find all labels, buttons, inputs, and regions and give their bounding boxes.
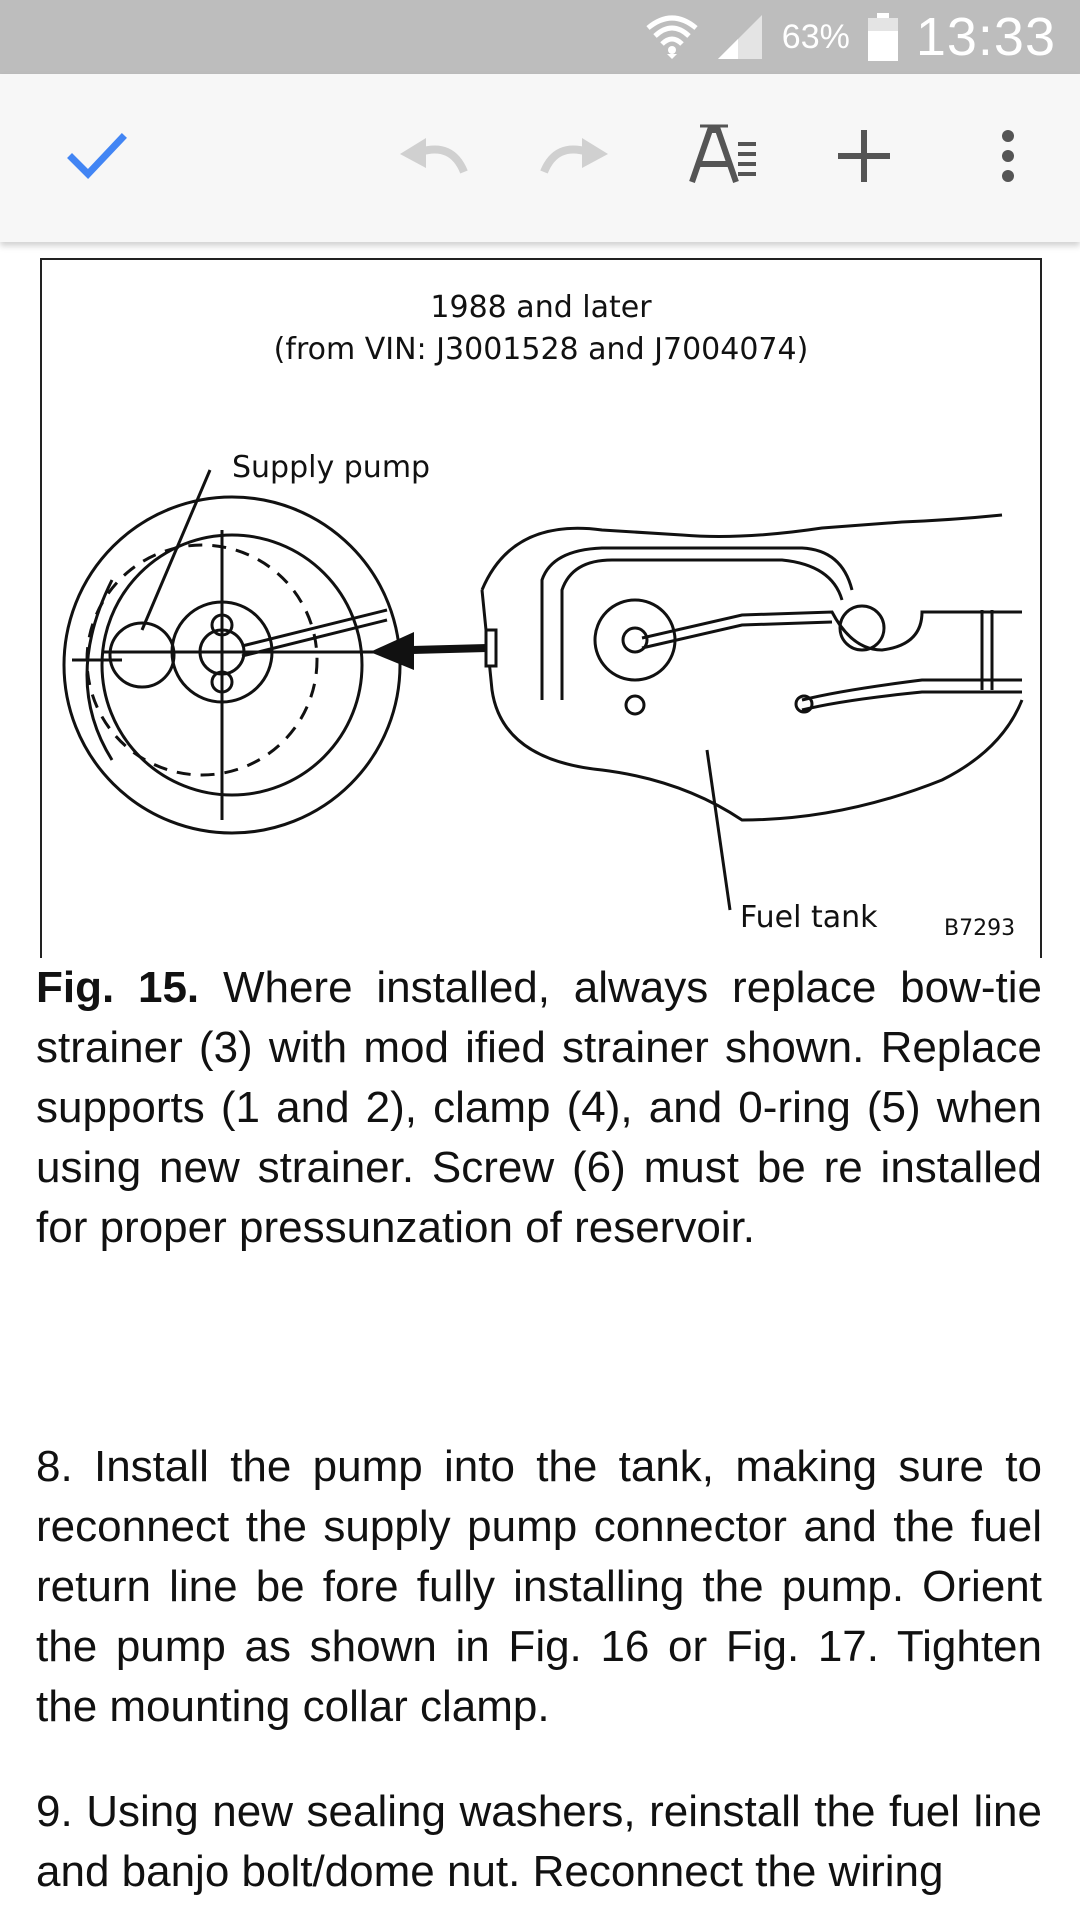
text-format-icon (688, 124, 760, 193)
step-9-paragraph: 9. Using new sealing washers, reinstall … (36, 1787, 1042, 1896)
battery-icon (867, 13, 898, 61)
fuel-system-diagram (62, 469, 1024, 911)
undo-icon (396, 132, 468, 185)
text-format-button[interactable] (682, 116, 766, 200)
clock: 13:33 (915, 7, 1056, 67)
more-vert-icon (998, 128, 1018, 189)
fuel-tank-label: Fuel tank (740, 900, 878, 935)
figure-code: B7293 (944, 916, 1016, 941)
caption-label: Fig. 15. (36, 963, 200, 1012)
insert-button[interactable] (822, 116, 906, 200)
plus-icon (836, 128, 892, 189)
figure-caption: Fig. 15. Where installed, always replace… (36, 958, 1042, 1258)
supply-pump-label: Supply pump (232, 450, 431, 485)
done-button[interactable] (54, 116, 138, 200)
figure-heading-line2: (from VIN: J3001528 and J7004074) (273, 332, 809, 367)
more-options-button[interactable] (966, 116, 1050, 200)
fuel-pump-figure: 1988 and later (from VIN: J3001528 and J… (40, 258, 1042, 958)
signal-icon (716, 13, 764, 61)
check-icon (64, 124, 128, 193)
editor-toolbar (0, 74, 1080, 242)
redo-button[interactable] (534, 116, 618, 200)
undo-button[interactable] (390, 116, 474, 200)
figure-heading-line1: 1988 and later (430, 290, 652, 325)
step-8-paragraph: 8. Install the pump into the tank, makin… (36, 1442, 1042, 1731)
wifi-icon (646, 14, 698, 60)
battery-percent: 63% (781, 17, 850, 56)
caption-text: Where installed, always replace bow-tie … (36, 963, 1042, 1252)
status-bar: 63% 13:33 (0, 0, 1080, 74)
redo-icon (540, 132, 612, 185)
